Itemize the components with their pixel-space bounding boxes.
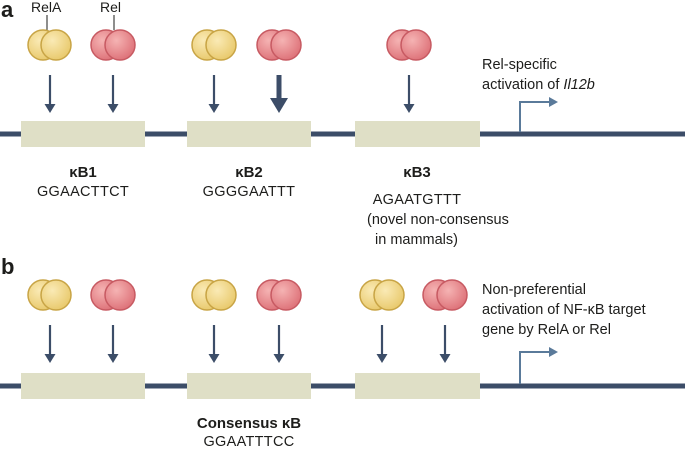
kb-site-box xyxy=(21,373,145,399)
rela-dimer-b2 xyxy=(191,279,237,311)
rel-dimer-b3 xyxy=(422,279,468,311)
transcription-start-arrow xyxy=(519,97,558,132)
kb3-note-line1: (novel non-consensus xyxy=(367,212,509,228)
consensus-site-sequence: GGAATTTCC xyxy=(203,434,294,450)
binding-arrow xyxy=(208,75,220,113)
rela-dimer-a1 xyxy=(27,29,72,61)
activation-text-b-line2: activation of NF-κB target xyxy=(482,302,646,318)
rela-label: RelA xyxy=(31,0,62,15)
binding-arrow xyxy=(376,325,388,363)
rel-dimer-b1 xyxy=(90,279,136,311)
rela-dimer-b1 xyxy=(27,279,72,311)
binding-arrow xyxy=(439,325,451,363)
panel-b-letter: b xyxy=(1,254,14,279)
binding-arrow xyxy=(403,75,415,113)
kb-site-box xyxy=(355,373,480,399)
rel-dimer-a1 xyxy=(90,29,136,61)
site-name-kb1: κB1 xyxy=(69,164,97,181)
activation-text-b-line1: Non-preferential xyxy=(482,282,586,298)
rel-dimer-b2 xyxy=(256,279,302,311)
rela-dimer-b3 xyxy=(359,279,405,311)
transcription-start-arrow xyxy=(519,347,558,384)
kb3-note-line2: in mammals) xyxy=(375,232,458,248)
binding-arrow xyxy=(44,325,56,363)
site-sequence-kb1: GGAACTTCT xyxy=(37,184,129,200)
binding-arrow xyxy=(107,75,119,113)
site-sequence-kb3: AGAATGTTT xyxy=(373,192,462,208)
binding-arrow xyxy=(44,75,56,113)
activation-text-b-line3: gene by RelA or Rel xyxy=(482,322,611,338)
rela-dimer-a2 xyxy=(191,29,237,61)
gene-name: Il12b xyxy=(563,77,594,93)
binding-arrow xyxy=(273,325,285,363)
rel-dimer-a3 xyxy=(386,29,432,61)
site-sequence-kb2: GGGGAATTT xyxy=(203,184,296,200)
site-name-kb3: κB3 xyxy=(403,164,431,181)
activation-text-a-line2: activation of Il12b xyxy=(482,77,595,93)
kb-site-box xyxy=(187,373,311,399)
consensus-site-name: Consensus κB xyxy=(197,415,301,432)
binding-arrow xyxy=(208,325,220,363)
kb-site-box xyxy=(355,121,480,147)
kb-site-box xyxy=(21,121,145,147)
site-name-kb2: κB2 xyxy=(235,164,263,181)
rel-dimer-a2 xyxy=(256,29,302,61)
panel-a-letter: a xyxy=(1,0,14,22)
binding-arrow xyxy=(107,325,119,363)
rel-label: Rel xyxy=(100,0,121,15)
strong-binding-arrow xyxy=(270,75,288,113)
activation-text-a-prefix: activation of xyxy=(482,77,563,93)
kb-site-box xyxy=(187,121,311,147)
activation-text-a-line1: Rel-specific xyxy=(482,57,557,73)
